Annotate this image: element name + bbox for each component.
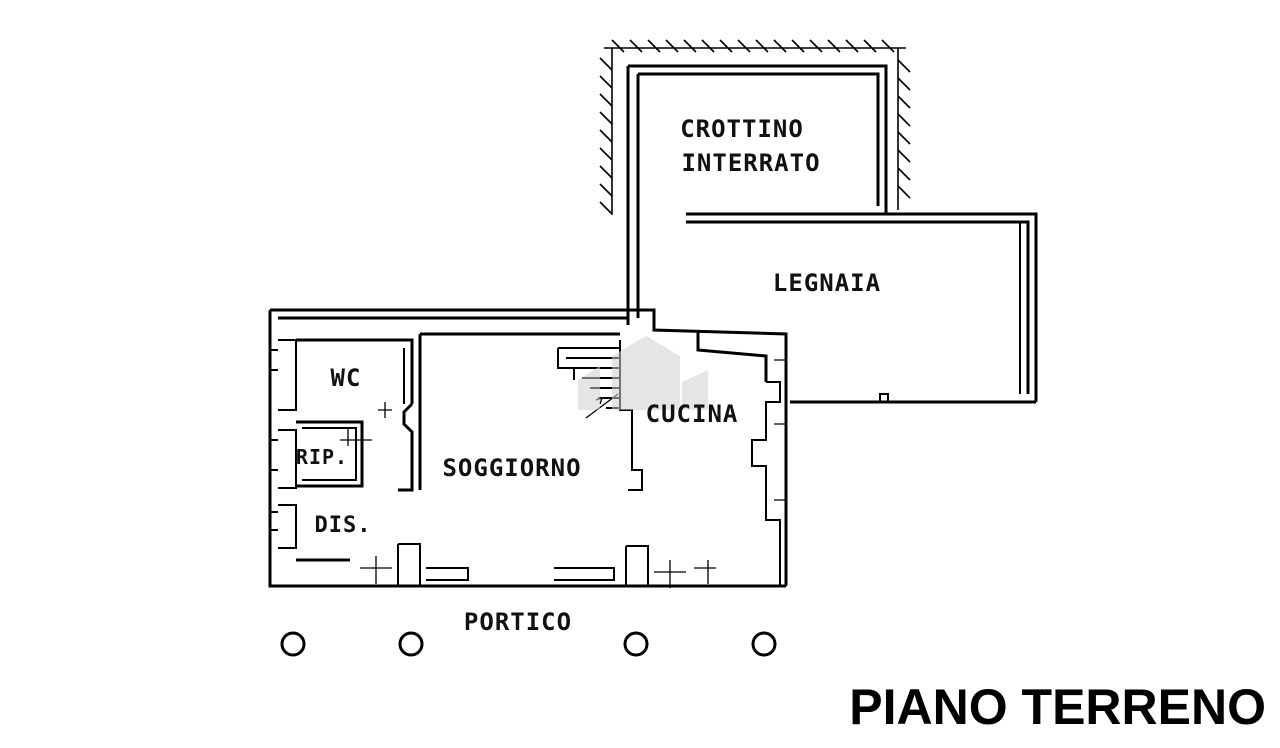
room-label-interrato: INTERRATO — [681, 149, 820, 177]
room-label-dis: DIS. — [315, 513, 372, 538]
ground-hatching — [599, 39, 911, 215]
room-label-cucina: CUCINA — [646, 400, 739, 428]
room-label-legnaia: LEGNAIA — [773, 269, 881, 297]
watermark-logo — [578, 336, 708, 410]
room-label-portico: PORTICO — [464, 608, 572, 636]
crottino-walls — [626, 64, 888, 325]
floor-title: PIANO TERRENO — [849, 679, 1266, 735]
room-label-wc: WC — [331, 364, 362, 392]
column — [751, 631, 777, 657]
front-openings — [360, 543, 716, 588]
column — [623, 631, 649, 657]
stair — [557, 340, 643, 491]
kitchen-walls — [696, 330, 786, 586]
room-label-soggiorno: SOGGIORNO — [442, 454, 581, 482]
house-walls — [268, 308, 788, 588]
column — [398, 631, 424, 657]
room-label-rip: RIP. — [296, 445, 348, 469]
service-partitions — [296, 332, 620, 492]
legnaia-walls — [686, 212, 1038, 404]
room-label-crottino: CROTTINO — [680, 115, 804, 143]
portico-columns — [280, 631, 777, 657]
column — [280, 631, 306, 657]
